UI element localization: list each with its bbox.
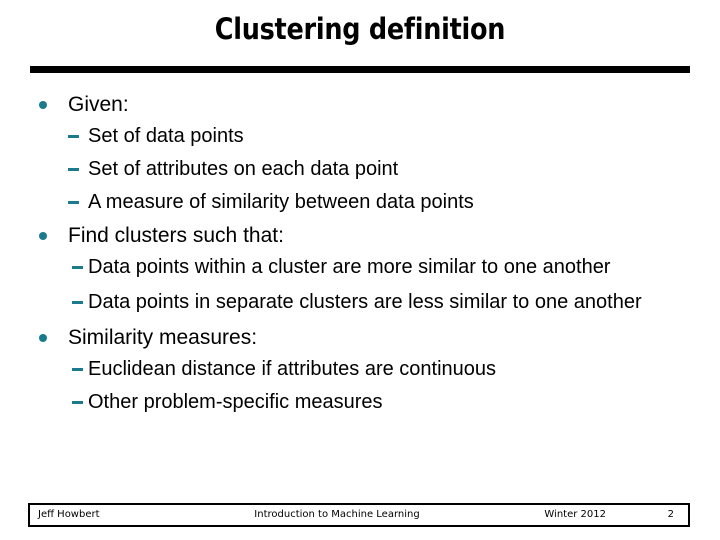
footer-author: Jeff Howbert	[38, 509, 100, 520]
sub-item-label: Set of attributes on each data point	[88, 158, 399, 180]
dash-icon	[68, 168, 79, 171]
dash-icon	[72, 368, 83, 371]
bullet-label: Given:	[68, 93, 129, 116]
sub-item-set-of-data-points: Set of data points	[0, 124, 720, 149]
sub-item-label: Other problem-specific measures	[88, 391, 383, 413]
title-divider	[30, 66, 690, 73]
bullet-group-1: Given: Set of data points Set of attribu…	[0, 92, 720, 215]
spacer	[0, 382, 720, 390]
sub-item-set-of-attributes: Set of attributes on each data point	[0, 157, 720, 182]
bullet-group-3: Similarity measures: Euclidean distance …	[0, 325, 720, 415]
dash-icon	[68, 135, 79, 138]
dash-icon	[72, 301, 83, 304]
footer-page-number: 2	[667, 509, 674, 520]
sub-item-label: Data points in separate clusters are les…	[88, 291, 642, 313]
bullet-dot-icon	[39, 334, 47, 342]
bullet-item-similarity-measures: Similarity measures:	[0, 325, 720, 351]
sub-item-label: A measure of similarity between data poi…	[88, 191, 474, 213]
dash-icon	[72, 401, 83, 404]
sub-item-within-cluster: Data points within a cluster are more si…	[0, 255, 720, 280]
bullet-item-find-clusters: Find clusters such that:	[0, 223, 720, 249]
spacer	[0, 315, 720, 325]
spacer	[0, 149, 720, 157]
dash-icon	[72, 266, 83, 269]
sub-item-separate-clusters: Data points in separate clusters are les…	[0, 290, 720, 315]
bullet-group-2: Find clusters such that: Data points wit…	[0, 223, 720, 315]
footer-content: Jeff Howbert Introduction to Machine Lea…	[30, 505, 688, 525]
bullet-item-given: Given:	[0, 92, 720, 118]
slide-footer: Jeff Howbert Introduction to Machine Lea…	[28, 503, 690, 527]
spacer	[0, 215, 720, 223]
bullet-dot-icon	[39, 101, 47, 109]
footer-term: Winter 2012	[544, 509, 606, 520]
sub-item-euclidean-distance: Euclidean distance if attributes are con…	[0, 357, 720, 382]
bullet-label: Find clusters such that:	[68, 224, 284, 247]
sub-item-label: Data points within a cluster are more si…	[88, 256, 611, 278]
sub-item-measure-of-similarity: A measure of similarity between data poi…	[0, 190, 720, 215]
footer-course-title: Introduction to Machine Learning	[254, 509, 420, 520]
dash-icon	[68, 201, 79, 204]
sub-item-problem-specific: Other problem-specific measures	[0, 390, 720, 415]
spacer	[0, 182, 720, 190]
page-title: Clustering definition	[214, 12, 506, 46]
sub-item-label: Euclidean distance if attributes are con…	[88, 358, 497, 380]
spacer	[0, 280, 720, 290]
sub-item-label: Set of data points	[88, 125, 244, 147]
bullet-label: Similarity measures:	[68, 326, 258, 349]
bullet-dot-icon	[39, 232, 47, 240]
slide-body: Given: Set of data points Set of attribu…	[0, 92, 720, 415]
